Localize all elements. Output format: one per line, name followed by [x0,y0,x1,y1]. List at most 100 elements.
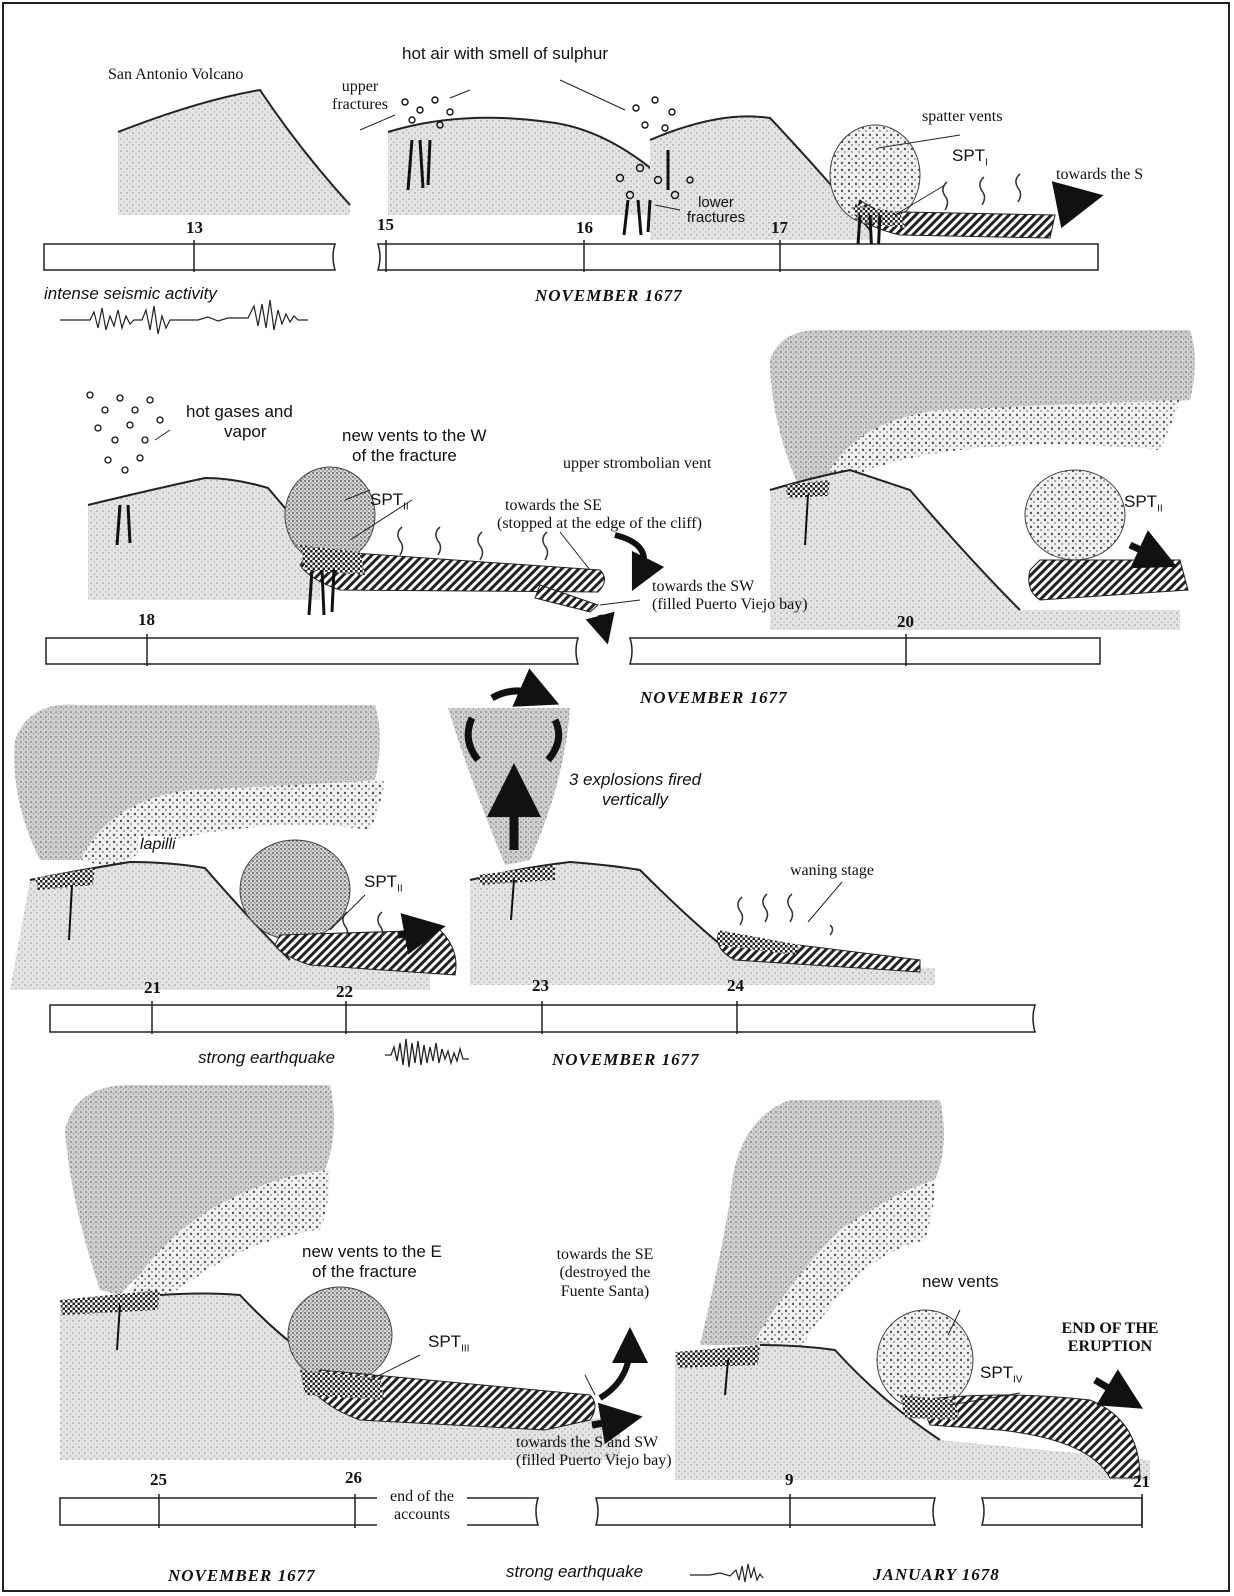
day-13: 13 [186,218,203,238]
spt-sub: II [1157,503,1163,514]
spt-ii-right-label: SPTII [1124,492,1163,515]
lower-fractures-label: lower fractures [666,195,766,225]
spatter-cloud [877,1310,973,1410]
spt-label: SPTI [952,146,988,169]
month-label: NOVEMBER 1677 [640,688,788,708]
towards-s-sw-label: towards the S and SW (filled Puerto Viej… [516,1434,672,1471]
end-accounts-label: end of the accounts [374,1488,470,1525]
spatter-cloud [1025,470,1125,560]
towards-s-sw-line2: (filled Puerto Viejo bay) [516,1452,672,1470]
towards-se-line2: (destroyed the [530,1264,680,1282]
day-16: 16 [576,218,593,238]
lava-flow [1029,560,1188,600]
flow-direction-arrow [592,1420,622,1425]
day-20: 20 [897,612,914,632]
new-vents-w-line2: of the fracture [342,446,487,466]
gas-bubbles [87,392,163,473]
towards-se-line2: (stopped at the edge of the cliff) [497,515,702,533]
spatter-cloud [240,840,350,940]
day-25: 25 [150,1470,167,1490]
end-eruption-line1: END OF THE [1040,1320,1180,1338]
hot-gases-label: hot gases and vapor [186,402,293,441]
new-vents-w-line1: new vents to the W [342,426,487,446]
spatter-vents-label: spatter vents [922,108,1002,126]
steam-wisps [738,894,833,935]
seismogram [385,1039,469,1067]
towards-se-line3: Fuente Santa) [530,1283,680,1301]
spt-iv-label: SPTIV [980,1363,1023,1386]
new-vents-e-label: new vents to the E of the fracture [302,1242,442,1281]
month-label: JANUARY 1678 [873,1565,1000,1585]
upper-fractures-label: upper fractures [310,78,410,115]
day-21: 21 [1133,1472,1150,1492]
flow-direction-arrow [600,1345,630,1398]
month-label: NOVEMBER 1677 [552,1050,700,1070]
end-eruption-label: END OF THE ERUPTION [1040,1320,1180,1357]
spt-text: SPT [370,490,403,509]
day-21: 21 [144,978,161,998]
timeline-bar [60,1498,1142,1525]
month-label: NOVEMBER 1677 [535,286,683,306]
strong-earthquake-label: strong earthquake [198,1048,335,1068]
spt-ii-label: SPTII [370,490,409,513]
spt-text: SPT [364,872,397,891]
strong-earthquake-label: strong earthquake [506,1562,643,1582]
volcano-title: San Antonio Volcano [108,66,243,84]
spt-sub: II [397,883,403,894]
towards-sw-label: towards the SW (filled Puerto Viejo bay) [652,578,808,615]
flow-direction-arrow [1060,200,1080,204]
spt-text: SPT [428,1332,461,1351]
lower-fractures-line1: lower [666,195,766,210]
day-23: 23 [532,976,549,996]
seismogram [60,300,308,334]
explosions-line2: vertically [540,790,730,810]
towards-se-line1: towards the SE [497,497,702,515]
end-accounts-line2: accounts [374,1506,470,1524]
towards-se-label: towards the SE (stopped at the edge of t… [497,497,702,534]
upper-fractures-line2: fractures [310,96,410,114]
towards-sw-line2: (filled Puerto Viejo bay) [652,596,808,614]
explosions-line1: 3 explosions fired [540,770,730,790]
flow-direction-arrow [1130,545,1158,558]
vent-deposit [675,1345,760,1368]
spt-sub: III [461,1343,469,1354]
steam-wisps [943,174,1021,210]
upper-vent-label: upper strombolian vent [563,455,711,473]
new-vents-e-line1: new vents to the E [302,1242,442,1262]
upper-fractures-line1: upper [310,78,410,96]
day-9: 9 [785,1470,794,1490]
flow-direction-arrow [398,930,425,935]
new-vents-w-label: new vents to the W of the fracture [342,426,487,465]
flow-direction-arrow [1095,1380,1125,1398]
explosions-label: 3 explosions fired vertically [540,770,730,809]
month-label: NOVEMBER 1677 [168,1566,316,1586]
towards-sw-line1: towards the SW [652,578,808,596]
spt-text: SPT [1124,492,1157,511]
end-accounts-line1: end of the [374,1488,470,1506]
down-arrow [600,615,604,630]
day-15: 15 [377,215,394,235]
timeline-bar [46,638,1100,664]
towards-s-sw-line1: towards the S and SW [516,1434,672,1452]
lower-fractures-line2: fractures [666,210,766,225]
hot-gases-line1: hot gases and [186,402,293,422]
day-26: 26 [345,1468,362,1488]
timeline-bar [44,244,1098,270]
spt-iii-label: SPTIII [428,1332,469,1355]
new-vents-label: new vents [922,1272,999,1292]
day-18: 18 [138,610,155,630]
hot-air-label: hot air with smell of sulphur [402,44,608,64]
towards-se-label: towards the SE (destroyed the Fuente San… [530,1246,680,1301]
spt-text: SPT [980,1363,1013,1382]
eruption-plume [14,704,380,860]
day-17: 17 [771,218,788,238]
spt-text: SPT [952,146,985,165]
towards-se-line1: towards the SE [530,1246,680,1264]
spt-ii-label: SPTII [364,872,403,895]
spt-sub: II [403,501,409,512]
hot-gases-line2: vapor [186,422,293,442]
new-vents-e-line2: of the fracture [302,1262,442,1282]
spt-sub: IV [1013,1374,1022,1385]
day-24: 24 [727,976,744,996]
end-eruption-line2: ERUPTION [1040,1338,1180,1356]
